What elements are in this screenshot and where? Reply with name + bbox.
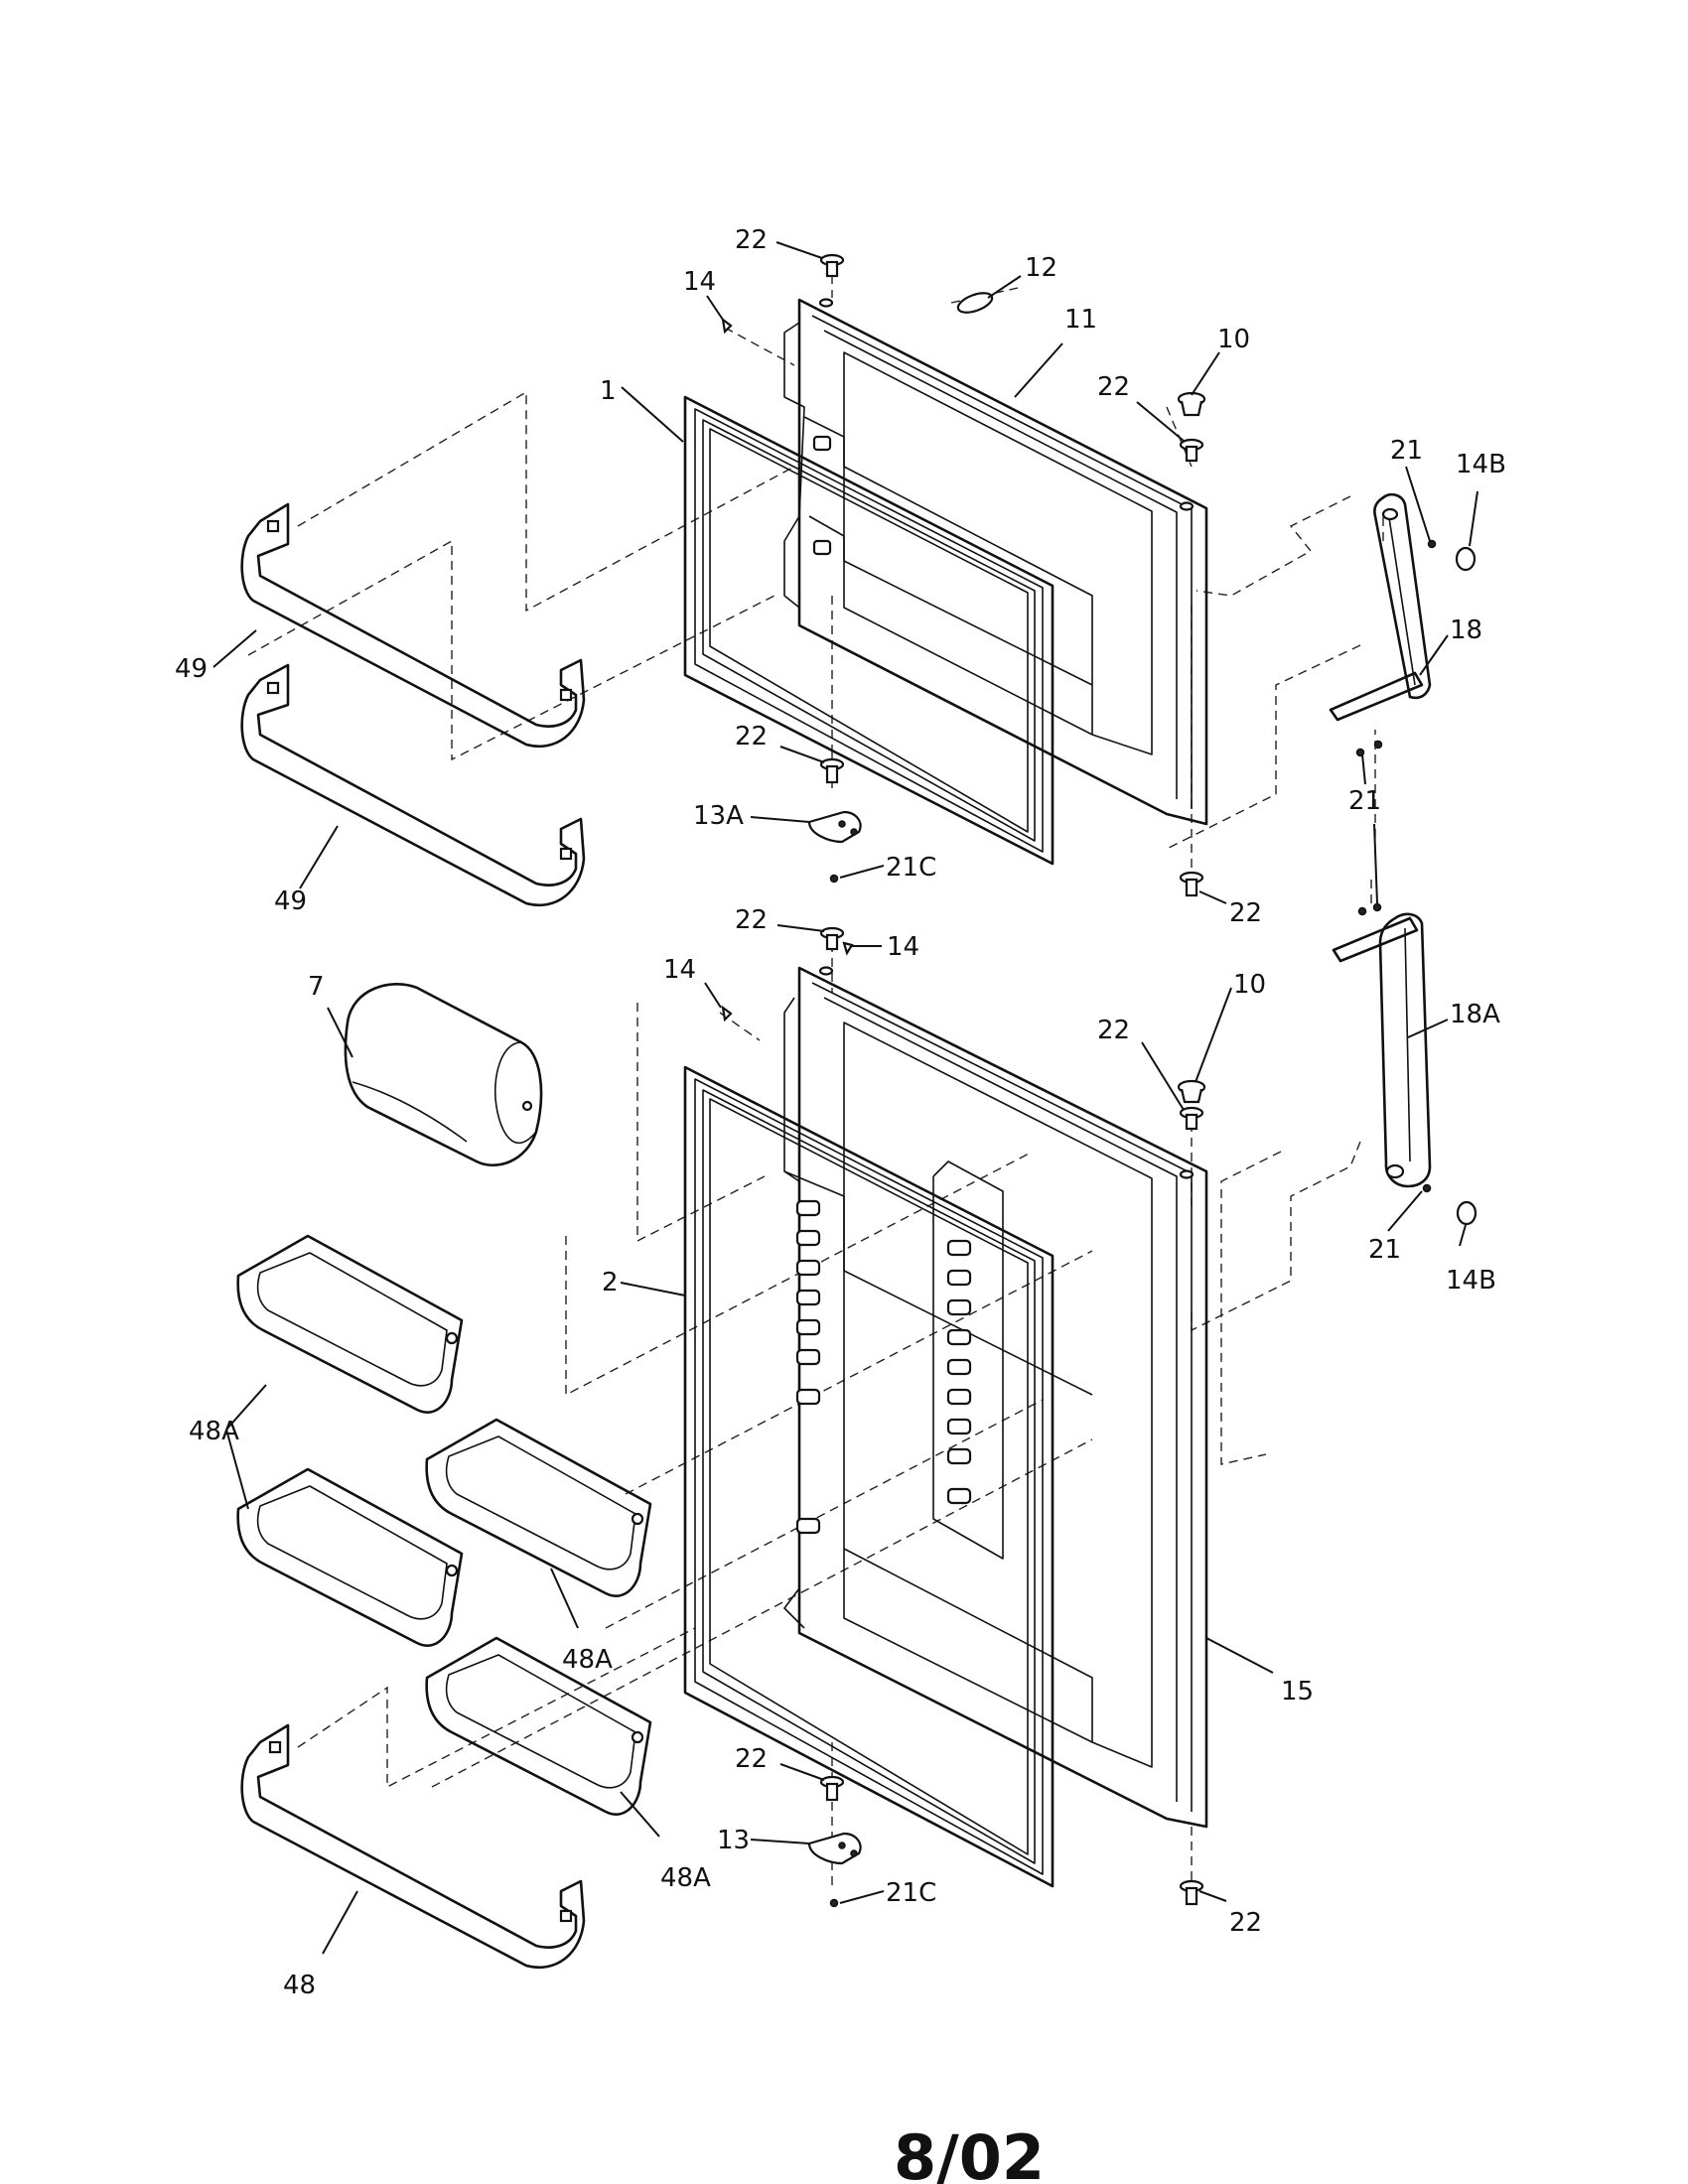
label-21-upper: 21	[1390, 436, 1423, 466]
label-22-freezer-bottom: 22	[735, 722, 768, 751]
label-2: 2	[602, 1268, 619, 1297]
screw-22-freezer-bottom	[819, 757, 845, 784]
leader-lines	[212, 241, 1478, 1955]
label-48: 48	[283, 1971, 316, 2000]
label-21C-lower: 21C	[886, 1878, 936, 1908]
screw-21-f	[1422, 1183, 1432, 1193]
label-14B-lower: 14B	[1446, 1266, 1496, 1296]
label-18A: 18A	[1450, 1000, 1500, 1029]
freezer-handle	[1329, 492, 1432, 722]
screw-21-a	[1427, 539, 1437, 549]
label-22-hinge-upper: 22	[1097, 372, 1130, 402]
door-bin-4	[425, 1636, 652, 1816]
screw-21C-upper	[829, 874, 839, 884]
label-48A-left: 48A	[189, 1417, 239, 1446]
hinge-cap-10-lower	[1177, 1079, 1206, 1104]
door-bin-2	[425, 1418, 652, 1597]
screw-22-fridge-right-bottom	[1179, 1879, 1204, 1906]
screw-21-e	[1372, 902, 1382, 912]
hinge-13A	[807, 810, 862, 844]
label-10-upper: 10	[1217, 325, 1250, 354]
screw-21-c	[1373, 740, 1383, 750]
label-14B-upper: 14B	[1456, 450, 1506, 479]
refrigerator-door-rack	[240, 1723, 586, 1969]
freezer-door-gasket	[683, 395, 1055, 866]
dairy-container	[344, 983, 543, 1166]
label-22-fridge-top: 22	[735, 905, 768, 935]
label-12: 12	[1025, 253, 1057, 283]
label-10-lower: 10	[1233, 970, 1266, 1000]
door-shelf-supports	[795, 1199, 972, 1535]
label-49-lower: 49	[274, 887, 307, 916]
screw-22-freezer-right-bottom	[1179, 871, 1204, 897]
label-22-fridge-bottom: 22	[735, 1744, 768, 1774]
label-7: 7	[308, 972, 325, 1002]
screw-21-d	[1357, 906, 1367, 916]
label-18: 18	[1450, 615, 1482, 645]
screw-22-fridge-top	[819, 926, 845, 951]
label-14-fridge-top: 14	[887, 932, 919, 962]
label-22-top: 22	[735, 225, 768, 255]
refrigerator-handle	[1332, 912, 1432, 1188]
screw-21C-lower	[829, 1898, 839, 1908]
hardware	[721, 253, 1477, 1908]
freezer-door-rack-lower	[240, 663, 586, 906]
screw-22-mid-hinge-upper	[1179, 438, 1204, 463]
label-15: 15	[1281, 1677, 1314, 1706]
label-21-lower: 21	[1368, 1235, 1401, 1265]
plug-14-top	[842, 941, 854, 956]
freezer-door-rack-upper	[240, 502, 586, 748]
plug-14B-lower	[1456, 1200, 1477, 1226]
plug-14B-upper	[1455, 546, 1477, 572]
screw-22-fridge-mid	[1179, 1106, 1204, 1131]
hinge-13	[807, 1832, 862, 1865]
label-22-fridge-right-bottom: 22	[1229, 1908, 1262, 1938]
label-13A: 13A	[693, 801, 744, 831]
callout-labels: 22 14 12 11 10 22 1 21 14B 18 49 49 22 1…	[175, 225, 1506, 2000]
label-21C-upper: 21C	[886, 853, 936, 883]
label-14-fridge-left: 14	[663, 955, 696, 985]
date-code: 8/02	[894, 2121, 1045, 2184]
hinge-cap-10-upper	[1177, 391, 1206, 417]
freezer-door	[783, 298, 1208, 826]
screw-21-b	[1355, 748, 1365, 757]
label-48A-bottom: 48A	[660, 1863, 711, 1893]
screw-22-fridge-bottom	[819, 1775, 845, 1802]
label-48A-middle: 48A	[562, 1645, 613, 1675]
door-bin-3	[236, 1467, 464, 1647]
label-11: 11	[1064, 305, 1097, 335]
label-21-mid: 21	[1348, 786, 1381, 816]
refrigerator-door-gasket	[683, 1065, 1055, 1888]
plug-14-upper	[721, 317, 733, 335]
label-14-top: 14	[683, 267, 716, 297]
label-13: 13	[717, 1826, 750, 1855]
label-22-fridge-mid: 22	[1097, 1016, 1130, 1045]
label-1: 1	[600, 376, 617, 406]
label-49-upper: 49	[175, 654, 208, 684]
screw-22-top-hinge-upper	[819, 253, 845, 278]
refrigerator-door	[783, 966, 1208, 1829]
label-22-freezer-right: 22	[1229, 898, 1262, 928]
door-bin-1	[236, 1234, 464, 1414]
assembly-dashed-lines	[247, 260, 1384, 1886]
plug-14-lower	[721, 1005, 733, 1023]
plug-12	[956, 292, 994, 314]
